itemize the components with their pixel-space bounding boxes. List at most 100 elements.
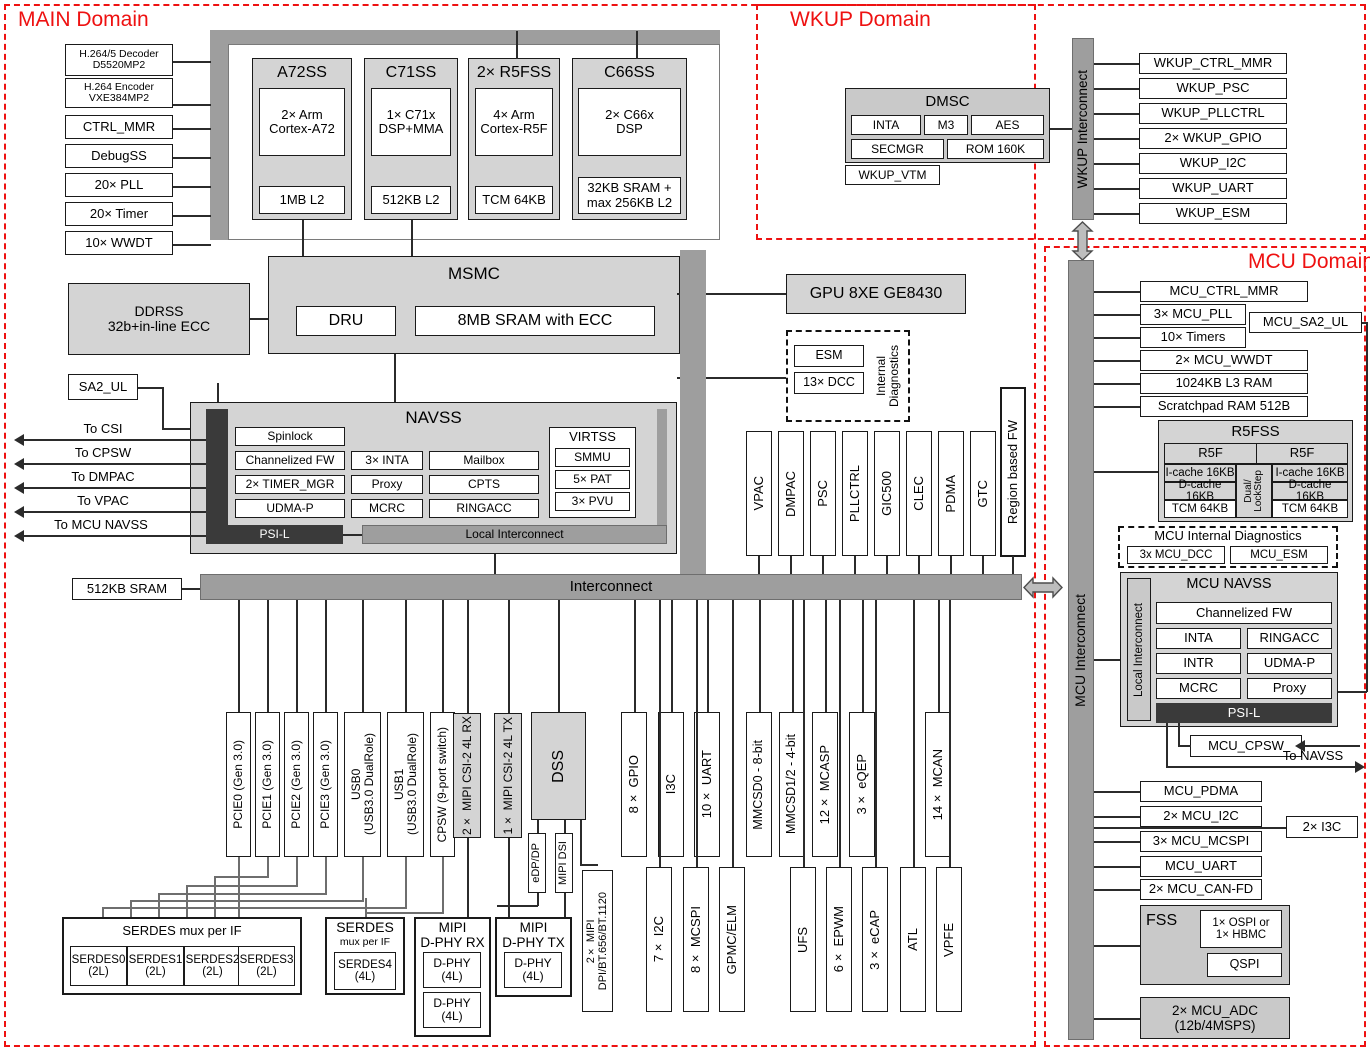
vertical-block-atl[interactable]: ATL	[900, 867, 926, 1012]
wire	[659, 600, 661, 867]
dmsc-secmgr: SECMGR	[851, 139, 944, 159]
wkup-peripheral[interactable]: WKUP_PSC	[1139, 78, 1287, 99]
main-left-peripheral[interactable]: CTRL_MMR	[65, 115, 173, 139]
vertical-block-pdma[interactable]: PDMA	[938, 431, 964, 556]
vertical-block-uart[interactable]: 10× UART	[694, 712, 720, 857]
vertical-block-usb0[interactable]: USB0 (USB3.0 DualRole)	[344, 712, 381, 857]
wire	[1094, 945, 1140, 947]
vertical-block-csi2-rx[interactable]: 2× MIPI CSI-2 4L RX	[453, 713, 481, 838]
gpu-block[interactable]: GPU 8XE GE8430	[786, 274, 966, 314]
wire	[1366, 322, 1368, 692]
vertical-block-vpfe[interactable]: VPFE	[936, 867, 962, 1012]
label: D-PHY (4L)	[514, 956, 552, 983]
mcu-cpsw[interactable]: MCU_CPSW	[1190, 735, 1302, 757]
ddrss-block[interactable]: DDRSS 32b+in-line ECC	[68, 283, 250, 355]
wkup-peripheral[interactable]: WKUP_UART	[1139, 178, 1287, 199]
vertical-block-mcan[interactable]: 14× MCAN	[925, 712, 951, 857]
vertical-block-pcie3[interactable]: PCIE3 (Gen 3.0)	[313, 712, 338, 857]
mcu-navss[interactable]	[1120, 572, 1338, 727]
mcu-peripheral[interactable]: 1024KB L3 RAM	[1140, 373, 1308, 394]
mcu-peripheral[interactable]: 2× MCU_CAN-FD	[1140, 879, 1262, 900]
label: 13× DCC	[803, 375, 855, 390]
vertical-block-gic500[interactable]: GIC500	[874, 431, 900, 556]
vertical-block-ecap[interactable]: 3× eCAP	[862, 867, 888, 1012]
vertical-block-gpmc-elm[interactable]: GPMC/ELM	[719, 867, 745, 1012]
label: 1× C71x DSP+MMA	[378, 106, 444, 136]
mcu-peripheral[interactable]: 10× Timers	[1140, 327, 1246, 348]
vertical-block-pcie2[interactable]: PCIE2 (Gen 3.0)	[284, 712, 309, 857]
vertical-block-clec[interactable]: CLEC	[906, 431, 932, 556]
vertical-block-epwm[interactable]: 6× EPWM	[826, 867, 852, 1012]
wkup-peripheral[interactable]: 2× WKUP_GPIO	[1139, 128, 1287, 149]
main-left-peripheral[interactable]: H.264 Encoder VXE384MP2	[65, 78, 173, 108]
mcu-r5f-dcache-0: D-cache 16KB	[1164, 479, 1236, 503]
label: INTR	[1183, 655, 1214, 671]
vertical-block-pcie0[interactable]: PCIE0 (Gen 3.0)	[226, 712, 251, 857]
navss-item: 3× INTA	[351, 451, 423, 470]
vertical-block-region-fw[interactable]: Region based FW	[1000, 387, 1026, 557]
dss-output-edp[interactable]: eDP/DP	[528, 833, 546, 893]
label: eDP/DP	[530, 843, 543, 883]
vertical-block-pllctrl[interactable]: PLLCTRL	[842, 431, 868, 556]
mcu-peripheral[interactable]: 3× MCU_MCSPI	[1140, 831, 1262, 852]
wire	[854, 556, 856, 574]
label: Mailbox	[463, 453, 505, 468]
vertical-block-csi2-tx[interactable]: 1× MIPI CSI-2 4L TX	[494, 713, 522, 838]
vertical-block-mcspi[interactable]: 8× MCSPI	[683, 867, 709, 1012]
vertical-block-usb1[interactable]: USB1 (USB3.0 DualRole)	[387, 712, 424, 857]
mcu-peripheral[interactable]: MCU_UART	[1140, 856, 1262, 877]
main-left-peripheral[interactable]: 10× WWDT	[65, 231, 173, 255]
mcu-peripheral[interactable]: MCU_PDMA	[1140, 781, 1262, 802]
vertical-block-i3c[interactable]: I3C	[658, 712, 684, 857]
internal-diag-item: ESM	[794, 345, 864, 367]
vertical-block-eqep[interactable]: 3× eQEP	[849, 712, 875, 857]
vertical-block-i2c[interactable]: 7× I2C	[646, 867, 672, 1012]
label: TCM 64KB	[482, 191, 546, 207]
msmc-block[interactable]	[268, 256, 680, 354]
mcu-peripheral[interactable]: 2× MCU_WWDT	[1140, 350, 1308, 371]
sram-512kb[interactable]: 512KB SRAM	[72, 578, 182, 600]
wire	[508, 838, 510, 918]
wire	[1094, 138, 1139, 140]
vertical-block-mcasp[interactable]: 12× MCASP	[812, 712, 838, 857]
serdes-4l-sub: mux per IF	[339, 936, 391, 949]
dss-block[interactable]: DSS	[531, 712, 586, 820]
wkup-peripheral[interactable]: WKUP_I2C	[1139, 153, 1287, 174]
vertical-block-ufs[interactable]: UFS	[790, 867, 816, 1012]
vertical-block-mmcsd0[interactable]: MMCSD0 - 8-bit	[746, 712, 772, 857]
main-left-peripheral[interactable]: 20× Timer	[65, 202, 173, 226]
mipi-dpi-block[interactable]: 2× MIPI DPI/BT.656/BT.1120	[582, 870, 613, 1012]
main-left-peripheral[interactable]: DebugSS	[65, 144, 173, 168]
mcu-r5f-dcache-1: D-cache 16KB	[1272, 479, 1348, 503]
wire	[636, 31, 638, 59]
wire	[564, 820, 566, 833]
vertical-block-cpsw[interactable]: CPSW (9-port switch)	[430, 712, 455, 857]
vertical-block-pcie1[interactable]: PCIE1 (Gen 3.0)	[255, 712, 280, 857]
mcu-sa2ul[interactable]: MCU_SA2_UL	[1249, 312, 1362, 333]
mcu-peripheral[interactable]: Scratchpad RAM 512B	[1140, 396, 1308, 417]
label: 2× MCU_I2C	[1163, 808, 1239, 824]
vertical-block-dmpac[interactable]: DMPAC	[778, 431, 804, 556]
wire	[102, 907, 407, 909]
main-left-peripheral[interactable]: H.264/5 Decoder D5520MP2	[65, 44, 173, 76]
wkup-peripheral[interactable]: WKUP_CTRL_MMR	[1139, 53, 1287, 74]
mcu-peripheral[interactable]: MCU_CTRL_MMR	[1140, 281, 1308, 302]
sa2ul-block[interactable]: SA2_UL	[68, 374, 138, 400]
wkup-peripheral[interactable]: WKUP_PLLCTRL	[1139, 103, 1287, 124]
vertical-block-psc[interactable]: PSC	[810, 431, 836, 556]
wkup-vtm[interactable]: WKUP_VTM	[845, 165, 940, 185]
vertical-block-gtc[interactable]: GTC	[970, 431, 996, 556]
vertical-block-vpac[interactable]: VPAC	[746, 431, 772, 556]
mcu-navss-mcrc: MCRC	[1156, 678, 1241, 699]
vertical-block-gpio[interactable]: 8× GPIO	[621, 712, 647, 857]
vertical-block-mmcsd12[interactable]: MMCSD1/2 - 4-bit	[779, 712, 805, 857]
wire	[949, 600, 951, 867]
mcu-peripheral[interactable]: 2× MCU_I2C	[1140, 806, 1262, 827]
mcu-i3c[interactable]: 2× I3C	[1286, 816, 1358, 838]
mcu-adc[interactable]	[1140, 997, 1290, 1039]
dss-output-mipi-dsi[interactable]: MIPI DSI	[555, 833, 573, 893]
wkup-peripheral[interactable]: WKUP_ESM	[1139, 203, 1287, 224]
mcu-peripheral[interactable]: 3× MCU_PLL	[1140, 304, 1246, 325]
main-left-peripheral[interactable]: 20× PLL	[65, 173, 173, 197]
wire	[1362, 322, 1367, 324]
